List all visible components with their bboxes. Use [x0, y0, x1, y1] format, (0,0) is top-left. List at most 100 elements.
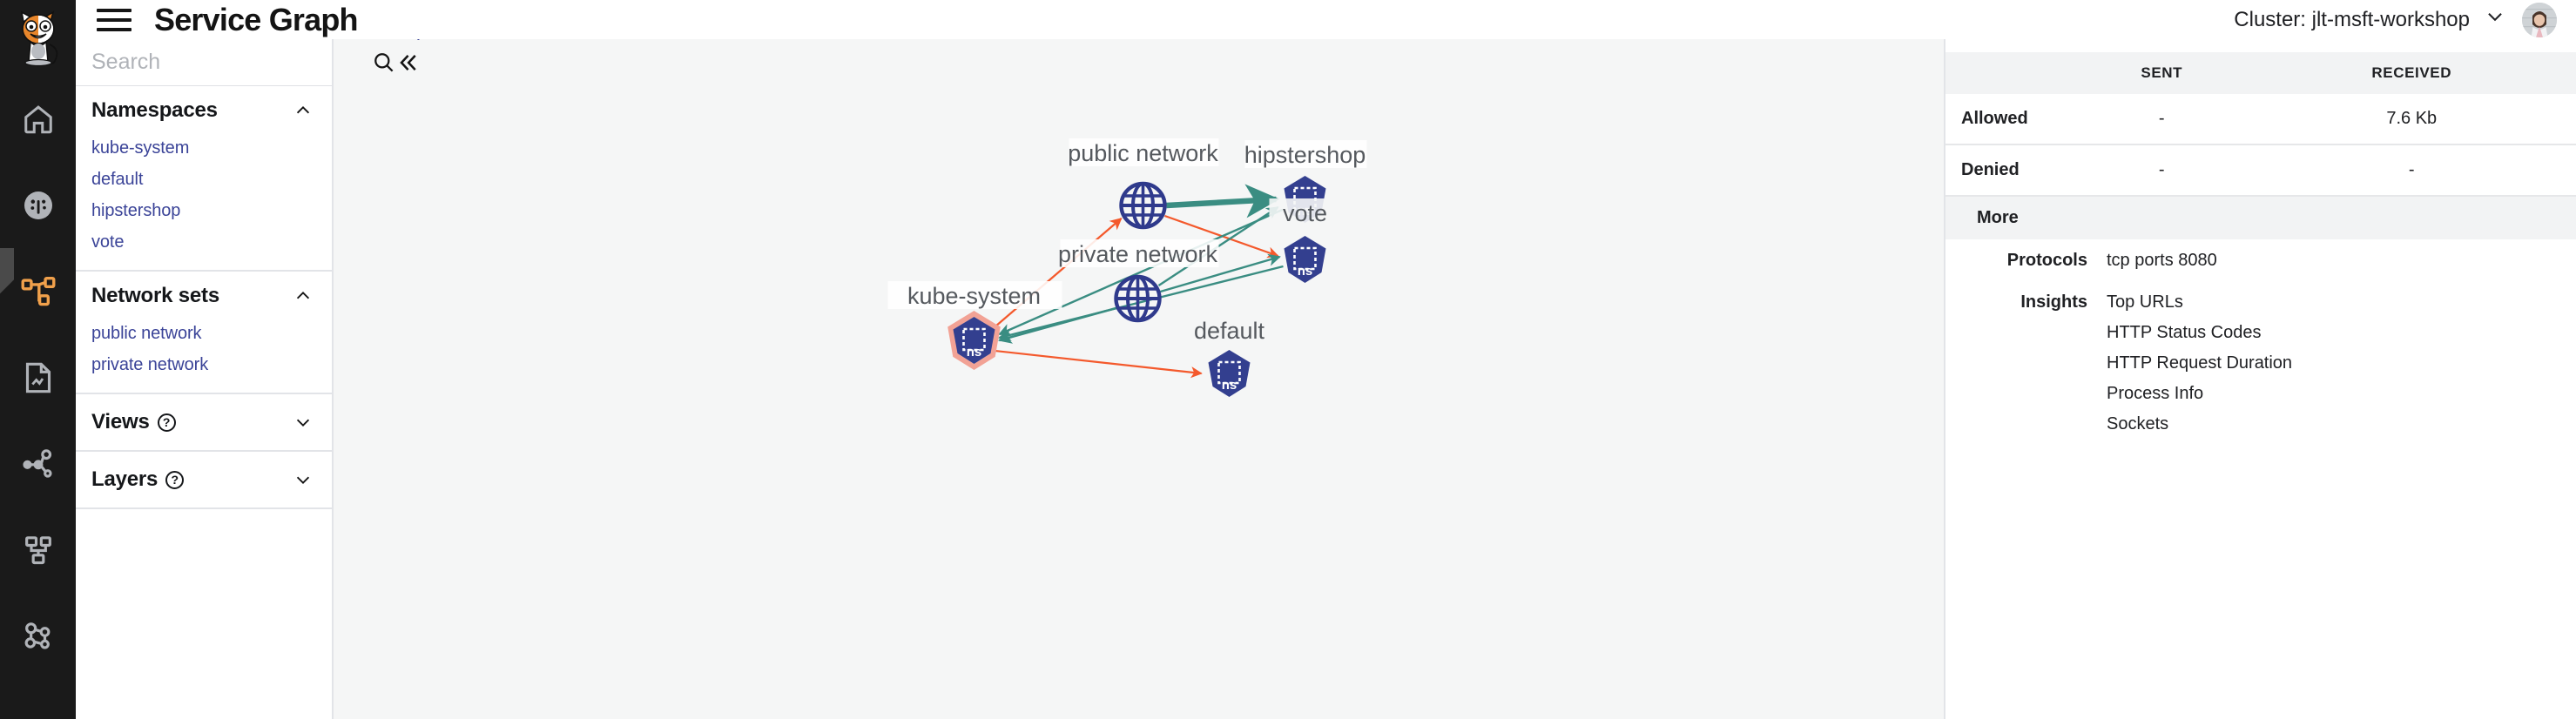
policies-document-icon	[21, 360, 56, 395]
sidebar-item-hipstershop[interactable]: hipstershop	[91, 201, 181, 220]
home-icon	[21, 103, 56, 136]
sidebar-item-private-network[interactable]: private network	[91, 355, 209, 374]
chevron-down-icon[interactable]	[293, 413, 313, 432]
rail-item-cluster-mesh[interactable]	[0, 593, 76, 679]
rail-item-home[interactable]	[0, 76, 76, 162]
traffic-stats-table: SENT RECEIVED Allowed - 7.6 Kb Denied - …	[1945, 52, 2576, 197]
insight-http-status-codes[interactable]: HTTP Status Codes	[2107, 323, 2262, 342]
row-label-allowed: Allowed	[1945, 94, 2076, 145]
section-title: Network sets	[91, 284, 219, 307]
section-title: Views	[91, 410, 150, 433]
hamburger-menu-icon[interactable]	[97, 8, 131, 31]
section-header-layers[interactable]: Layers ?	[76, 452, 332, 507]
calico-cat-logo[interactable]	[0, 0, 76, 76]
graph-node-kube-system[interactable]: kube-system ns	[887, 281, 1062, 371]
section-title-views: Views ?	[91, 410, 176, 434]
help-icon[interactable]: ?	[165, 470, 185, 489]
protocols-value-group: tcp ports 8080	[2107, 251, 2217, 281]
section-title: Layers	[91, 467, 158, 491]
graph-node-default[interactable]: default ns	[1176, 316, 1283, 399]
node-label: private network	[1058, 241, 1218, 267]
rail-item-dashboard[interactable]	[0, 162, 76, 248]
row-label-denied: Denied	[1945, 144, 2076, 197]
rail-item-policies[interactable]	[0, 334, 76, 420]
node-sublabel: ns	[1222, 378, 1237, 393]
section-header-network-sets[interactable]: Network sets	[76, 272, 332, 319]
search-input[interactable]	[91, 50, 372, 75]
flow-topology-icon	[20, 533, 57, 568]
sidebar-item-default[interactable]: default	[91, 170, 144, 189]
collapse-left-icon[interactable]	[395, 50, 420, 75]
sidebar-section-namespaces: Namespaces kube-system default hipstersh…	[76, 86, 332, 272]
protocols-value: tcp ports 8080	[2107, 251, 2217, 270]
graph-node-private-network[interactable]: private network	[1058, 239, 1219, 320]
node-label: public network	[1068, 140, 1218, 166]
table-row-allowed: Allowed - 7.6 Kb	[1945, 94, 2576, 145]
rail-item-flow-topology[interactable]	[0, 507, 76, 593]
insights-label: Insights	[2020, 292, 2087, 312]
sidebar-item-public-network[interactable]: public network	[91, 324, 202, 343]
cell-denied-sent: -	[2076, 144, 2248, 197]
insights-list: Top URLs HTTP Status Codes HTTP Request …	[2107, 292, 2292, 445]
edge-vote-kube-system	[998, 265, 1284, 341]
edge-kube-system-default	[995, 349, 1203, 379]
sidebar-section-network-sets: Network sets public network private netw…	[76, 272, 332, 394]
edge-hipstershop-kube-system	[998, 208, 1283, 336]
cell-allowed-sent: -	[2076, 94, 2248, 145]
chevron-up-icon[interactable]	[293, 101, 313, 120]
more-section-header[interactable]: More	[1945, 197, 2576, 239]
col-header-blank	[1945, 52, 2076, 94]
cluster-mesh-icon	[20, 619, 57, 654]
top-bar: Service Graph Cluster: jlt-msft-workshop	[76, 0, 2576, 39]
node-label: kube-system	[907, 283, 1041, 309]
edge-kube-system-public-network	[991, 218, 1123, 330]
sidebar-section-layers: Layers ?	[76, 452, 332, 509]
col-header-sent: SENT	[2076, 52, 2248, 94]
chevron-up-icon[interactable]	[293, 286, 313, 306]
section-title: Namespaces	[91, 98, 218, 122]
cluster-selector[interactable]: Cluster: jlt-msft-workshop	[2234, 5, 2506, 34]
table-row-denied: Denied - -	[1945, 144, 2576, 197]
node-sublabel: ns	[1298, 264, 1313, 279]
graph-canvas-area: Namespaces from 15 minutes to 0 minutes …	[334, 0, 1944, 719]
insight-sockets[interactable]: Sockets	[2107, 414, 2169, 433]
edge-private-network-kube-system	[997, 306, 1116, 344]
node-label: hipstershop	[1244, 142, 1366, 168]
graph-node-vote[interactable]: vote ns	[1269, 198, 1341, 285]
node-label: default	[1194, 318, 1265, 344]
insight-http-request-duration[interactable]: HTTP Request Duration	[2107, 353, 2293, 373]
sidebar-section-views: Views ?	[76, 394, 332, 452]
service-graph-canvas[interactable]: public network hipstershop ns vote	[334, 57, 1944, 719]
rail-item-service-graph[interactable]	[0, 248, 76, 334]
filter-sidebar: Namespaces kube-system default hipstersh…	[76, 0, 416, 719]
section-header-views[interactable]: Views ?	[76, 394, 332, 450]
sidebar-item-kube-system[interactable]: kube-system	[91, 138, 190, 158]
node-label: vote	[1283, 200, 1327, 226]
graph-node-public-network[interactable]: public network	[1068, 138, 1219, 227]
chevron-down-icon[interactable]	[2484, 5, 2506, 34]
edge-public-network-hipstershop	[1166, 184, 1280, 218]
page-title: Service Graph	[154, 1, 359, 37]
detail-panel: public network ≫ hipstershop SENT RECEIV…	[1944, 0, 2576, 719]
sidebar-item-vote[interactable]: vote	[91, 232, 125, 252]
col-header-received: RECEIVED	[2247, 52, 2576, 94]
section-title-layers: Layers ?	[91, 467, 185, 492]
rail-item-network-nodes[interactable]	[0, 420, 76, 507]
insight-process-info[interactable]: Process Info	[2107, 384, 2204, 403]
user-avatar[interactable]	[2522, 2, 2557, 37]
search-icon[interactable]	[372, 50, 395, 74]
protocols-label: Protocols	[2006, 251, 2087, 270]
network-nodes-icon	[20, 447, 57, 481]
icon-rail	[0, 0, 76, 719]
protocols-row: Protocols tcp ports 8080	[1945, 239, 2576, 281]
section-header-namespaces[interactable]: Namespaces	[76, 86, 332, 133]
insight-top-urls[interactable]: Top URLs	[2107, 292, 2183, 312]
cluster-label: Cluster: jlt-msft-workshop	[2234, 7, 2470, 31]
graph-node-hipstershop[interactable]: hipstershop ns	[1244, 140, 1367, 225]
cell-allowed-received: 7.6 Kb	[2247, 94, 2576, 145]
chevron-down-icon[interactable]	[293, 470, 313, 489]
graph-nodes: public network hipstershop ns vote	[887, 138, 1367, 399]
help-icon[interactable]: ?	[157, 413, 176, 432]
dashboard-gauge-icon	[20, 188, 57, 223]
